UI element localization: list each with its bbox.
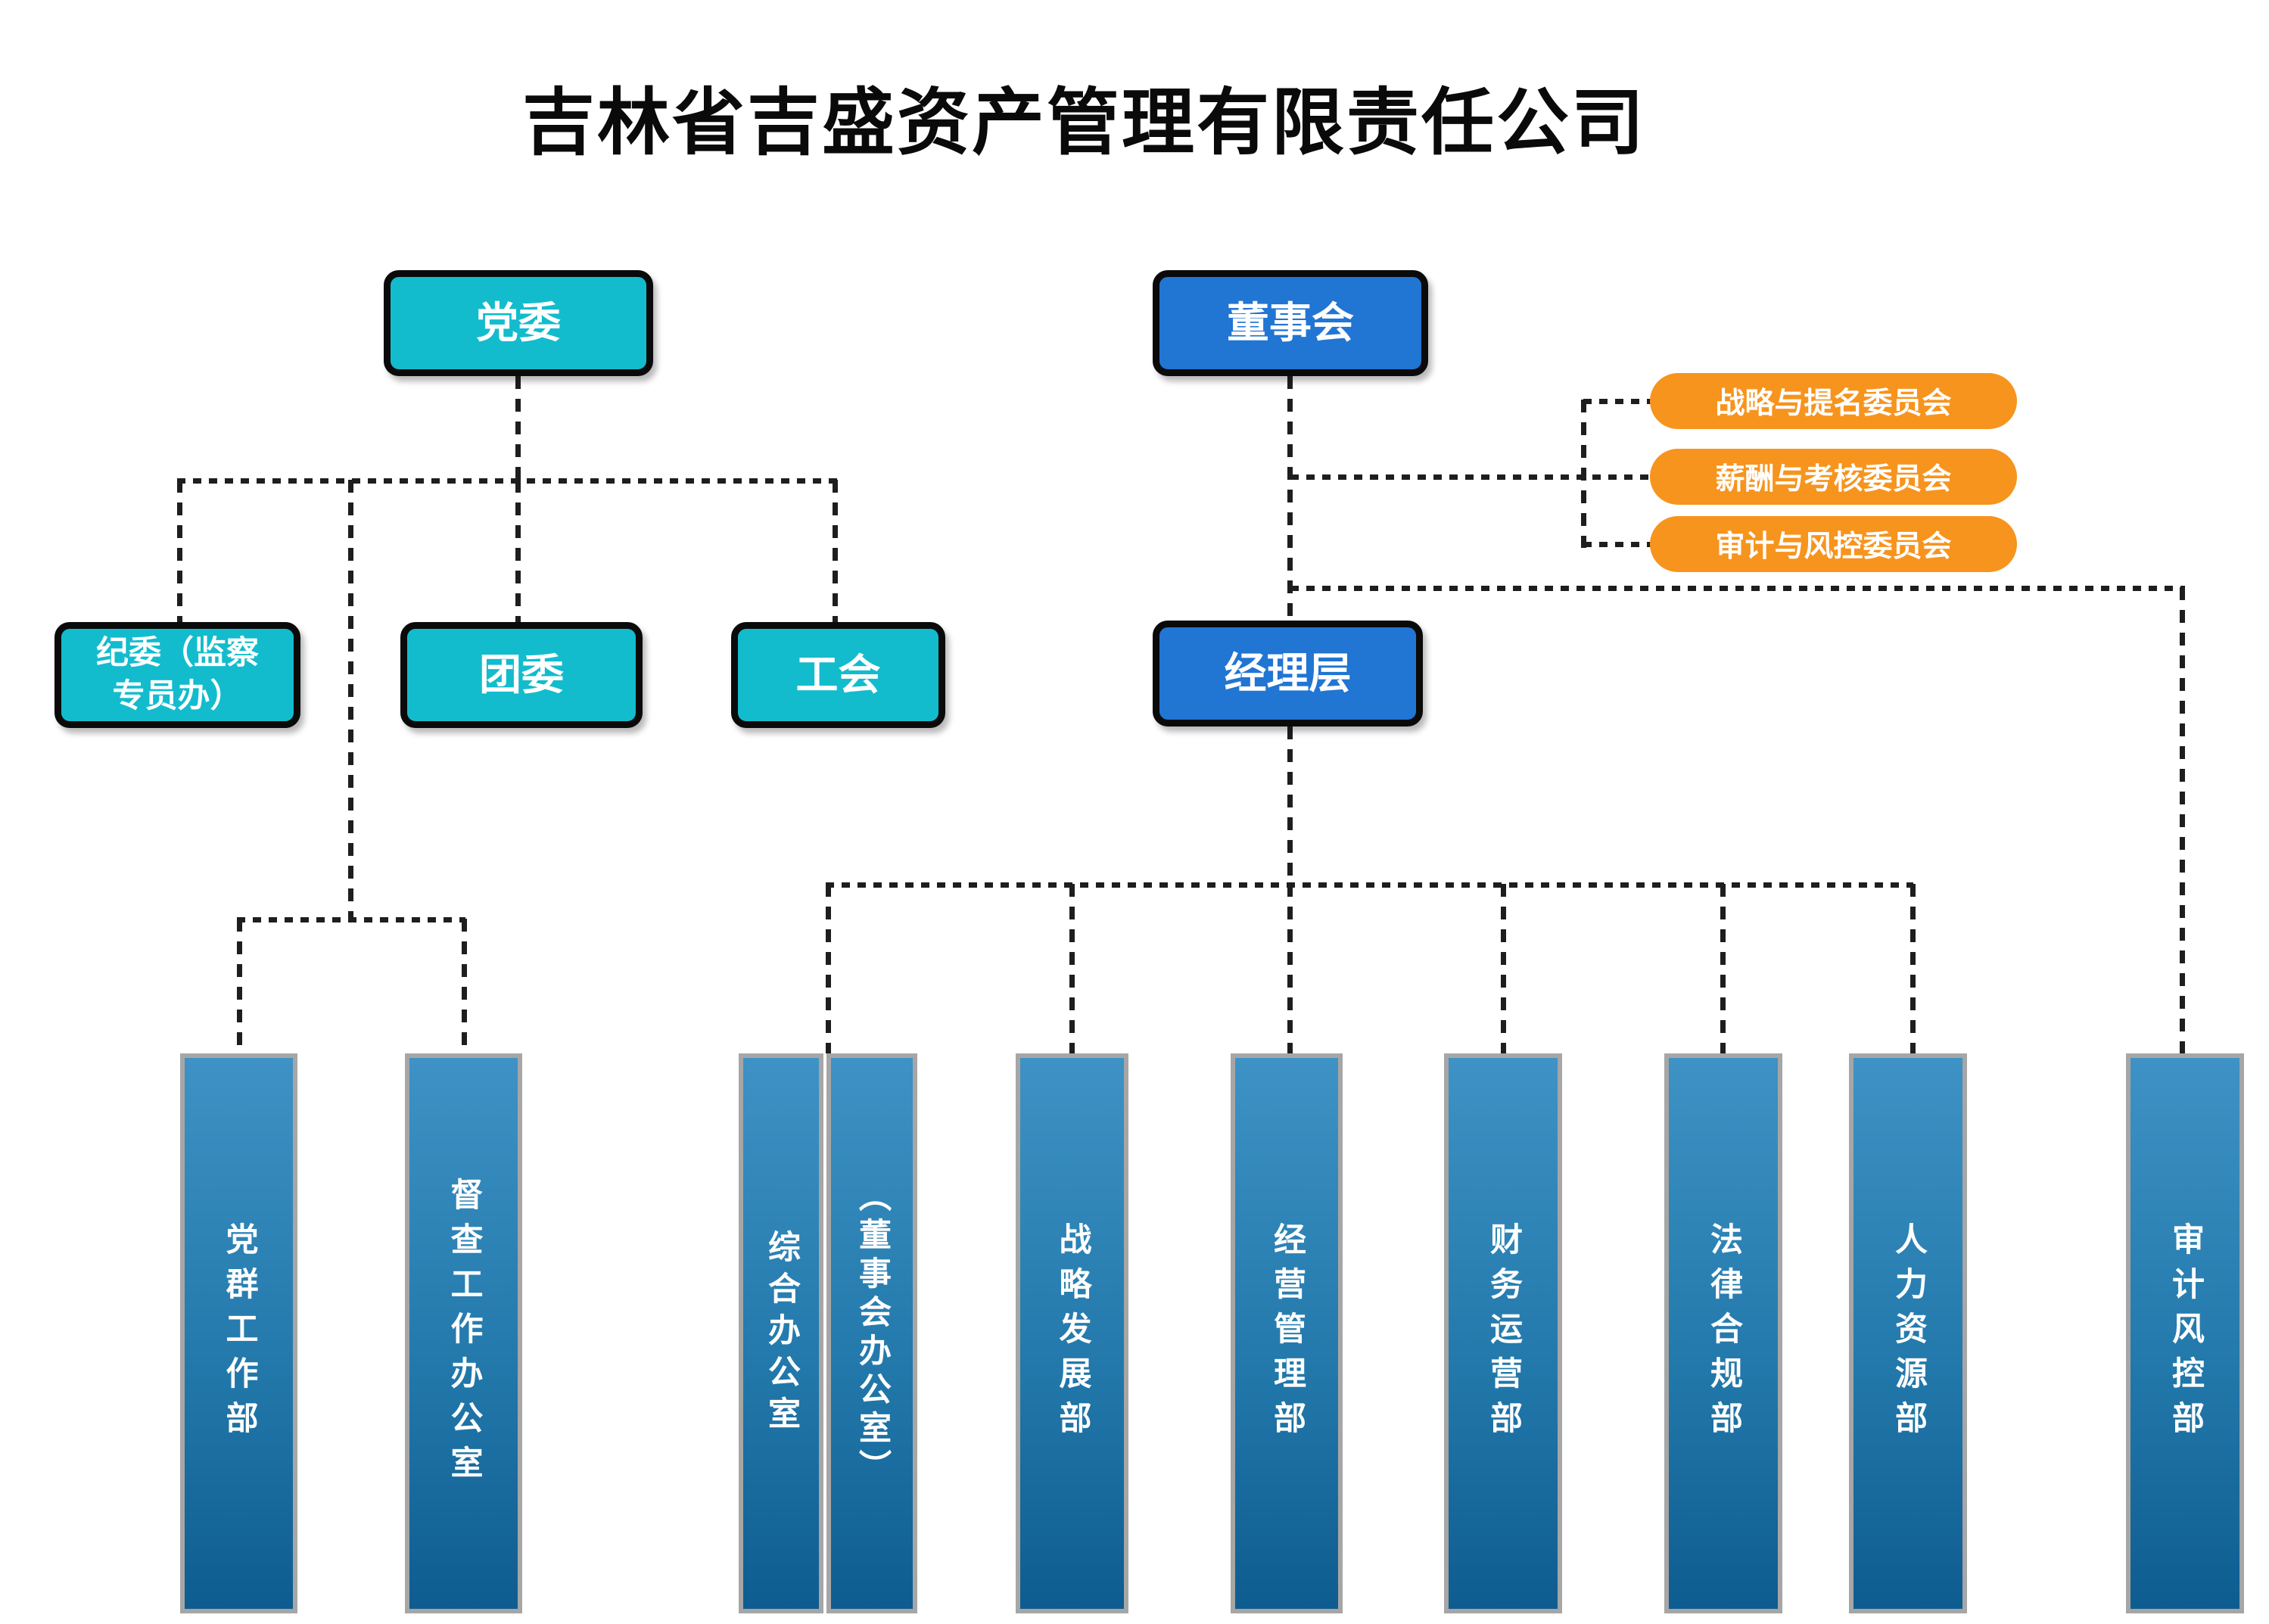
bar-label: 法律合规部 xyxy=(1705,1221,1742,1445)
node-label: 经理层 xyxy=(1224,649,1352,697)
connector-line xyxy=(1287,726,1293,885)
bar-finance-operation-dept: 财务运营部 xyxy=(1444,1053,1562,1613)
bar-label: 督查工作办公室 xyxy=(446,1177,482,1490)
node-youth-league-committee: 团委 xyxy=(400,622,643,728)
node-label: 党委 xyxy=(476,298,561,347)
connector-line xyxy=(1583,542,1653,547)
connector-line xyxy=(826,882,1913,888)
bar-strategic-development-dept: 战略发展部 xyxy=(1016,1053,1128,1613)
bar-label: 战略发展部 xyxy=(1054,1221,1091,1445)
pill-strategy-nomination-committee: 战略与提名委员会 xyxy=(1650,373,2017,429)
bar-label: 审计风控部 xyxy=(2167,1221,2204,1445)
connector-line xyxy=(2180,587,2185,1053)
bar-supervision-work-office: 督查工作办公室 xyxy=(405,1053,522,1613)
pill-label: 审计与风控委员会 xyxy=(1715,530,1952,563)
connector-line xyxy=(1287,884,1293,1053)
bar-board-office: （董事会办公室） xyxy=(826,1053,917,1613)
node-label: 工会 xyxy=(795,650,881,698)
connector-line xyxy=(515,376,521,482)
pill-label: 薪酬与考核委员会 xyxy=(1715,463,1952,496)
page-title: 吉林省吉盛资产管理有限责任公司 xyxy=(522,82,1646,163)
node-board-of-directors: 董事会 xyxy=(1153,270,1428,376)
connector-line xyxy=(1501,884,1506,1053)
bar-audit-risk-control-dept: 审计风控部 xyxy=(2126,1053,2244,1613)
connector-line xyxy=(1287,376,1293,622)
bar-human-resources-dept: 人力资源部 xyxy=(1849,1053,1967,1613)
bar-label: 党群工作部 xyxy=(221,1221,257,1445)
pill-label: 战略与提名委员会 xyxy=(1715,387,1952,420)
connector-line xyxy=(1583,399,1653,404)
bar-label: 综合办公室 xyxy=(763,1229,800,1438)
connector-line xyxy=(1069,884,1075,1053)
connector-line xyxy=(462,919,467,1053)
node-management-layer: 经理层 xyxy=(1153,621,1423,726)
bar-legal-compliance-dept: 法律合规部 xyxy=(1664,1053,1782,1613)
node-label-line2: 专员办） xyxy=(112,678,243,714)
connector-line xyxy=(1581,400,1586,548)
connector-line xyxy=(1910,884,1916,1053)
connector-line xyxy=(237,917,465,922)
connector-line xyxy=(826,884,831,1053)
bar-operation-management-dept: 经营管理部 xyxy=(1231,1053,1343,1613)
connector-line xyxy=(1720,884,1726,1053)
bar-label: 人力资源部 xyxy=(1890,1221,1927,1445)
node-label: 董事会 xyxy=(1227,298,1354,347)
node-party-committee: 党委 xyxy=(384,270,653,376)
node-labor-union: 工会 xyxy=(731,622,945,728)
bar-party-mass-work-dept: 党群工作部 xyxy=(180,1053,297,1613)
node-label: 团委 xyxy=(479,650,564,698)
bar-label: 经营管理部 xyxy=(1268,1221,1306,1445)
node-label-line1: 纪委（监察 xyxy=(96,635,259,672)
pill-audit-risk-committee: 审计与风控委员会 xyxy=(1650,516,2017,572)
connector-line xyxy=(177,478,837,484)
connector-line xyxy=(515,480,521,622)
bar-general-office: 综合办公室 xyxy=(739,1053,823,1613)
connector-line xyxy=(348,480,353,920)
connector-line xyxy=(833,480,838,622)
connector-line xyxy=(1290,586,2185,591)
connector-line xyxy=(237,919,242,1053)
connector-line xyxy=(177,480,182,622)
connector-line xyxy=(1290,474,1652,480)
bar-label: 财务运营部 xyxy=(1485,1221,1522,1445)
pill-compensation-appraisal-committee: 薪酬与考核委员会 xyxy=(1650,449,2017,505)
bar-label: （董事会办公室） xyxy=(854,1179,891,1488)
node-discipline-inspection-committee: 纪委（监察 专员办） xyxy=(54,622,300,728)
